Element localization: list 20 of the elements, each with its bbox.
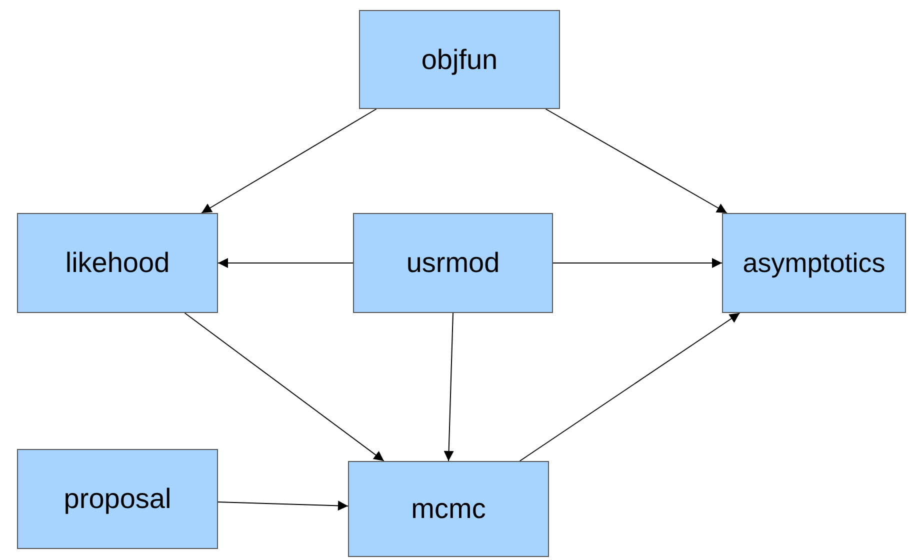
module-name: asymptotics (742, 248, 886, 278)
module-box (348, 461, 549, 557)
module-name: proposal (64, 483, 172, 515)
arrow (201, 108, 377, 214)
module-name: objfun (421, 44, 498, 76)
arrow (184, 312, 384, 462)
arrow (444, 312, 454, 462)
arrow (545, 108, 728, 214)
arrow (218, 500, 348, 511)
arrow (552, 258, 722, 268)
arrow (519, 312, 740, 462)
module-box (17, 213, 218, 313)
arrow (218, 258, 354, 268)
module-box (722, 213, 906, 313)
module-box (17, 449, 218, 549)
module-name: likehood (65, 247, 170, 279)
module-box (359, 10, 560, 109)
module-name: usrmod (406, 247, 500, 279)
module-box (353, 213, 553, 313)
module-name: mcmc (411, 493, 486, 525)
